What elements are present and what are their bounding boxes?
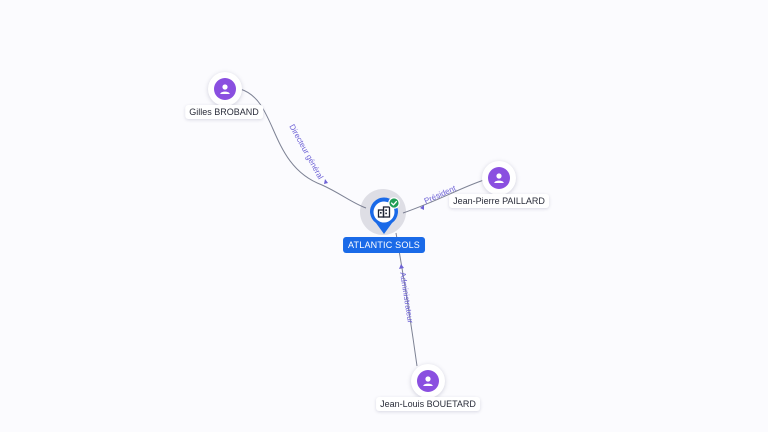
- person-node-jean-louis-bouetard[interactable]: [411, 364, 445, 398]
- person-node-gilles-broband[interactable]: [208, 72, 242, 106]
- person-name-gilles-broband[interactable]: Gilles BROBAND: [185, 105, 263, 119]
- edge-label-gilles-broband: Directeur général: [287, 123, 325, 181]
- company-name-label[interactable]: ATLANTIC SOLS: [343, 237, 425, 253]
- company-node[interactable]: [368, 196, 400, 236]
- building-icon: [377, 206, 391, 218]
- person-icon: [214, 78, 236, 100]
- edge-arrow-gilles-broband: [324, 179, 328, 184]
- person-node-jean-pierre-paillard[interactable]: [482, 161, 516, 195]
- person-name-jean-louis-bouetard[interactable]: Jean-Louis BOUETARD: [376, 397, 480, 411]
- edge-label-jean-louis-bouetard: Administrateur: [398, 271, 415, 324]
- edge-arrow-jean-louis-bouetard: [399, 264, 404, 269]
- person-icon: [417, 370, 439, 392]
- person-name-jean-pierre-paillard[interactable]: Jean-Pierre PAILLARD: [449, 194, 549, 208]
- person-icon: [488, 167, 510, 189]
- edge-jean-pierre-paillard: [402, 179, 485, 214]
- verified-check-icon: [388, 197, 400, 209]
- edge-arrow-jean-pierre-paillard: [420, 205, 424, 210]
